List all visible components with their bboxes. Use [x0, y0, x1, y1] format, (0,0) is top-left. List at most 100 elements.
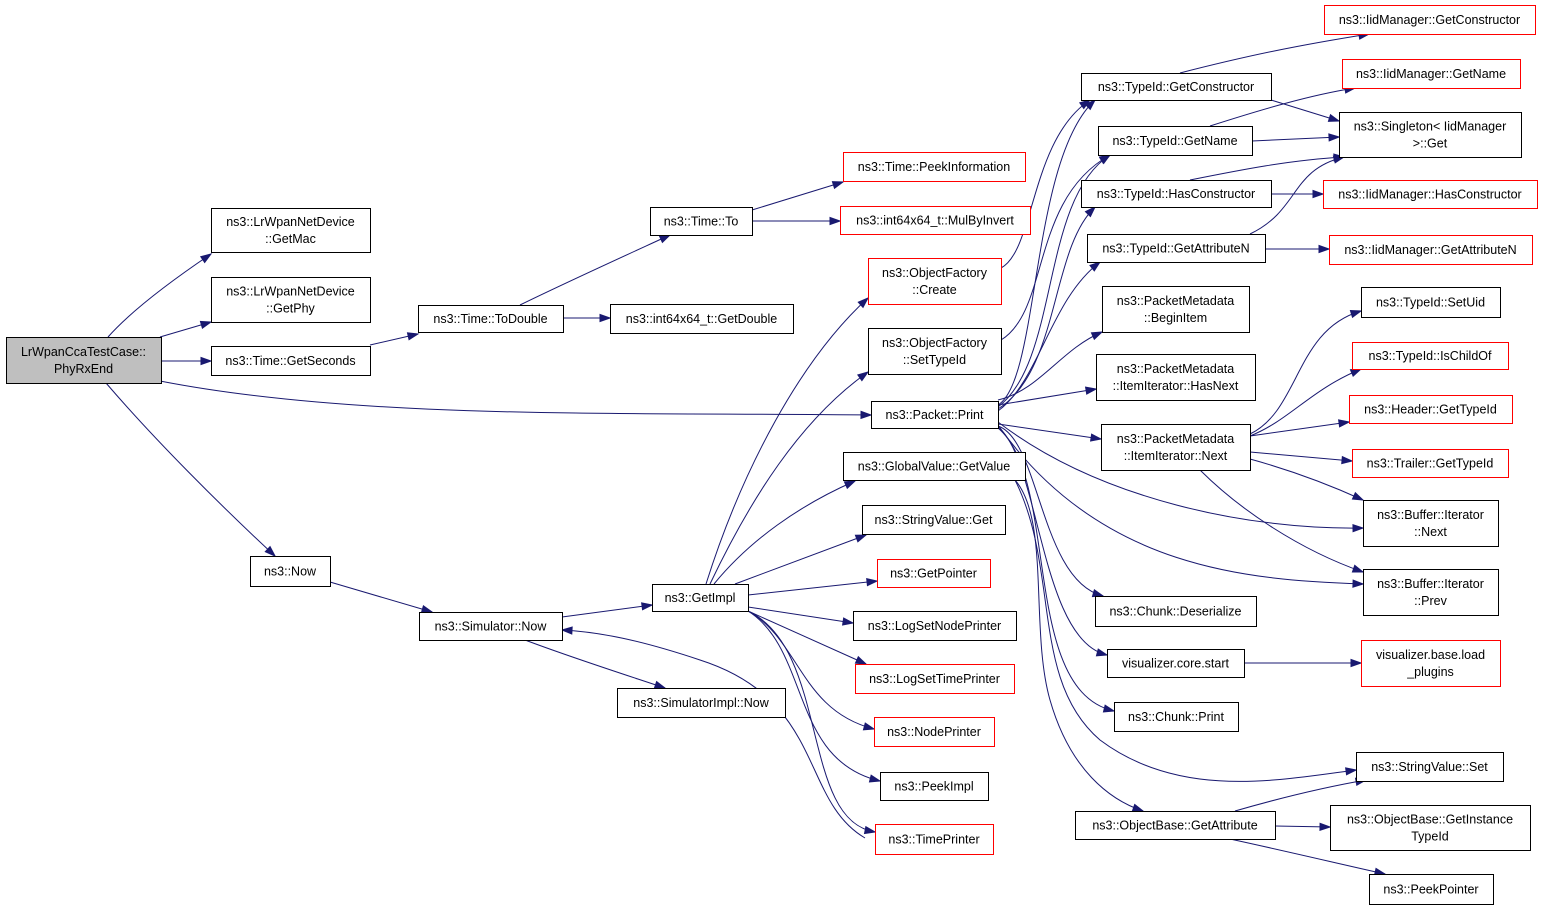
node-tidgetattrn[interactable]: ns3::TypeId::GetAttributeN — [1087, 234, 1266, 263]
node-iidhasctor[interactable]: ns3::IidManager::HasConstructor — [1323, 180, 1538, 209]
node-chunkdeser[interactable]: ns3::Chunk::Deserialize — [1095, 596, 1257, 627]
node-timeprinter[interactable]: ns3::TimePrinter — [875, 824, 994, 855]
node-box[interactable] — [1361, 287, 1501, 318]
node-root[interactable]: LrWpanCcaTestCase::PhyRxEnd — [6, 337, 162, 384]
node-tidischild[interactable]: ns3::TypeId::IsChildOf — [1352, 342, 1509, 370]
node-box[interactable] — [211, 277, 371, 323]
node-peekinfo[interactable]: ns3::Time::PeekInformation — [843, 152, 1026, 182]
node-getmac[interactable]: ns3::LrWpanNetDevice::GetMac — [211, 208, 371, 253]
node-pmbeginitem[interactable]: ns3::PacketMetadata::BeginItem — [1102, 286, 1250, 333]
node-simimplnow[interactable]: ns3::SimulatorImpl::Now — [617, 688, 786, 718]
node-mulbyinvert[interactable]: ns3::int64x64_t::MulByInvert — [840, 206, 1031, 235]
node-box[interactable] — [1102, 286, 1250, 333]
node-box[interactable] — [1081, 73, 1272, 101]
node-box[interactable] — [650, 207, 753, 236]
node-box[interactable] — [875, 824, 994, 855]
node-svget[interactable]: ns3::StringValue::Get — [862, 505, 1006, 535]
node-box[interactable] — [877, 559, 991, 588]
node-svset[interactable]: ns3::StringValue::Set — [1356, 752, 1504, 782]
node-obgetattr[interactable]: ns3::ObjectBase::GetAttribute — [1075, 811, 1276, 840]
node-box[interactable] — [1324, 5, 1536, 35]
node-vizloadplugins[interactable]: visualizer.base.load_plugins — [1361, 640, 1501, 687]
node-box[interactable] — [1329, 235, 1533, 265]
node-getimpl[interactable]: ns3::GetImpl — [652, 584, 749, 612]
node-tidgetname[interactable]: ns3::TypeId::GetName — [1098, 126, 1253, 156]
node-int64getdouble[interactable]: ns3::int64x64_t::GetDouble — [610, 304, 794, 334]
node-box[interactable] — [1101, 424, 1251, 471]
node-box[interactable] — [1098, 126, 1253, 156]
node-box[interactable] — [211, 208, 371, 253]
node-logsetnode[interactable]: ns3::LogSetNodePrinter — [853, 611, 1017, 641]
node-box[interactable] — [853, 611, 1017, 641]
node-bufnext[interactable]: ns3::Buffer::Iterator::Next — [1363, 500, 1499, 547]
node-bufprev[interactable]: ns3::Buffer::Iterator::Prev — [1363, 569, 1499, 616]
node-box[interactable] — [1323, 180, 1538, 209]
node-box[interactable] — [419, 612, 563, 641]
node-box[interactable] — [1352, 449, 1509, 478]
node-box[interactable] — [1330, 805, 1531, 851]
node-box[interactable] — [1087, 234, 1266, 263]
node-trailergettid[interactable]: ns3::Trailer::GetTypeId — [1352, 449, 1509, 478]
node-box[interactable] — [871, 401, 999, 429]
node-box[interactable] — [868, 328, 1002, 375]
node-box[interactable] — [1349, 395, 1513, 424]
node-box[interactable] — [211, 346, 371, 376]
node-peekimpl[interactable]: ns3::PeekImpl — [880, 772, 989, 801]
node-vizstart[interactable]: visualizer.core.start — [1107, 649, 1245, 678]
node-headergettid[interactable]: ns3::Header::GetTypeId — [1349, 395, 1513, 424]
node-box[interactable] — [840, 206, 1031, 235]
node-box[interactable] — [6, 337, 162, 384]
node-tidsetuid[interactable]: ns3::TypeId::SetUid — [1361, 287, 1501, 318]
node-getseconds[interactable]: ns3::Time::GetSeconds — [211, 346, 371, 376]
node-simnow[interactable]: ns3::Simulator::Now — [419, 612, 563, 641]
node-singletonget[interactable]: ns3::Singleton< IidManager>::Get — [1339, 112, 1522, 158]
node-gvgetvalue[interactable]: ns3::GlobalValue::GetValue — [843, 452, 1026, 481]
node-box[interactable] — [1081, 180, 1272, 208]
node-box[interactable] — [874, 717, 995, 747]
node-iidgetattrn[interactable]: ns3::IidManager::GetAttributeN — [1329, 235, 1533, 265]
node-nodeprinter[interactable]: ns3::NodePrinter — [874, 717, 995, 747]
node-iidgetctor[interactable]: ns3::IidManager::GetConstructor — [1324, 5, 1536, 35]
node-logsettime[interactable]: ns3::LogSetTimePrinter — [855, 664, 1015, 694]
node-box[interactable] — [1339, 112, 1522, 158]
node-box[interactable] — [855, 664, 1015, 694]
node-box[interactable] — [1361, 640, 1501, 687]
node-box[interactable] — [1363, 500, 1499, 547]
node-box[interactable] — [652, 584, 749, 612]
node-timeto[interactable]: ns3::Time::To — [650, 207, 753, 236]
node-box[interactable] — [1352, 342, 1509, 370]
node-box[interactable] — [1075, 811, 1276, 840]
node-tidgetctor[interactable]: ns3::TypeId::GetConstructor — [1081, 73, 1272, 101]
node-box[interactable] — [843, 152, 1026, 182]
node-getphy[interactable]: ns3::LrWpanNetDevice::GetPhy — [211, 277, 371, 323]
node-ofsettypeid[interactable]: ns3::ObjectFactory::SetTypeId — [868, 328, 1002, 375]
node-tidhasctor[interactable]: ns3::TypeId::HasConstructor — [1081, 180, 1272, 208]
node-pmnext[interactable]: ns3::PacketMetadata::ItemIterator::Next — [1101, 424, 1251, 471]
node-peekpointer[interactable]: ns3::PeekPointer — [1369, 874, 1494, 905]
node-box[interactable] — [617, 688, 786, 718]
node-box[interactable] — [1107, 649, 1245, 678]
node-pmhasnext[interactable]: ns3::PacketMetadata::ItemIterator::HasNe… — [1096, 354, 1256, 401]
node-todouble[interactable]: ns3::Time::ToDouble — [418, 305, 564, 333]
node-box[interactable] — [1096, 354, 1256, 401]
node-box[interactable] — [862, 505, 1006, 535]
node-box[interactable] — [1356, 752, 1504, 782]
node-ofcreate[interactable]: ns3::ObjectFactory::Create — [868, 258, 1002, 305]
node-now[interactable]: ns3::Now — [250, 556, 331, 587]
node-box[interactable] — [1095, 596, 1257, 627]
node-getpointer[interactable]: ns3::GetPointer — [877, 559, 991, 588]
node-box[interactable] — [250, 556, 331, 587]
node-iidgetname[interactable]: ns3::IidManager::GetName — [1342, 59, 1521, 89]
node-box[interactable] — [610, 304, 794, 334]
node-chunkprint[interactable]: ns3::Chunk::Print — [1114, 702, 1239, 732]
node-box[interactable] — [1363, 569, 1499, 616]
node-box[interactable] — [1342, 59, 1521, 89]
node-box[interactable] — [1114, 702, 1239, 732]
node-box[interactable] — [868, 258, 1002, 305]
node-packetprint[interactable]: ns3::Packet::Print — [871, 401, 999, 429]
node-box[interactable] — [843, 452, 1026, 481]
node-box[interactable] — [1369, 874, 1494, 905]
node-box[interactable] — [418, 305, 564, 333]
node-box[interactable] — [880, 772, 989, 801]
